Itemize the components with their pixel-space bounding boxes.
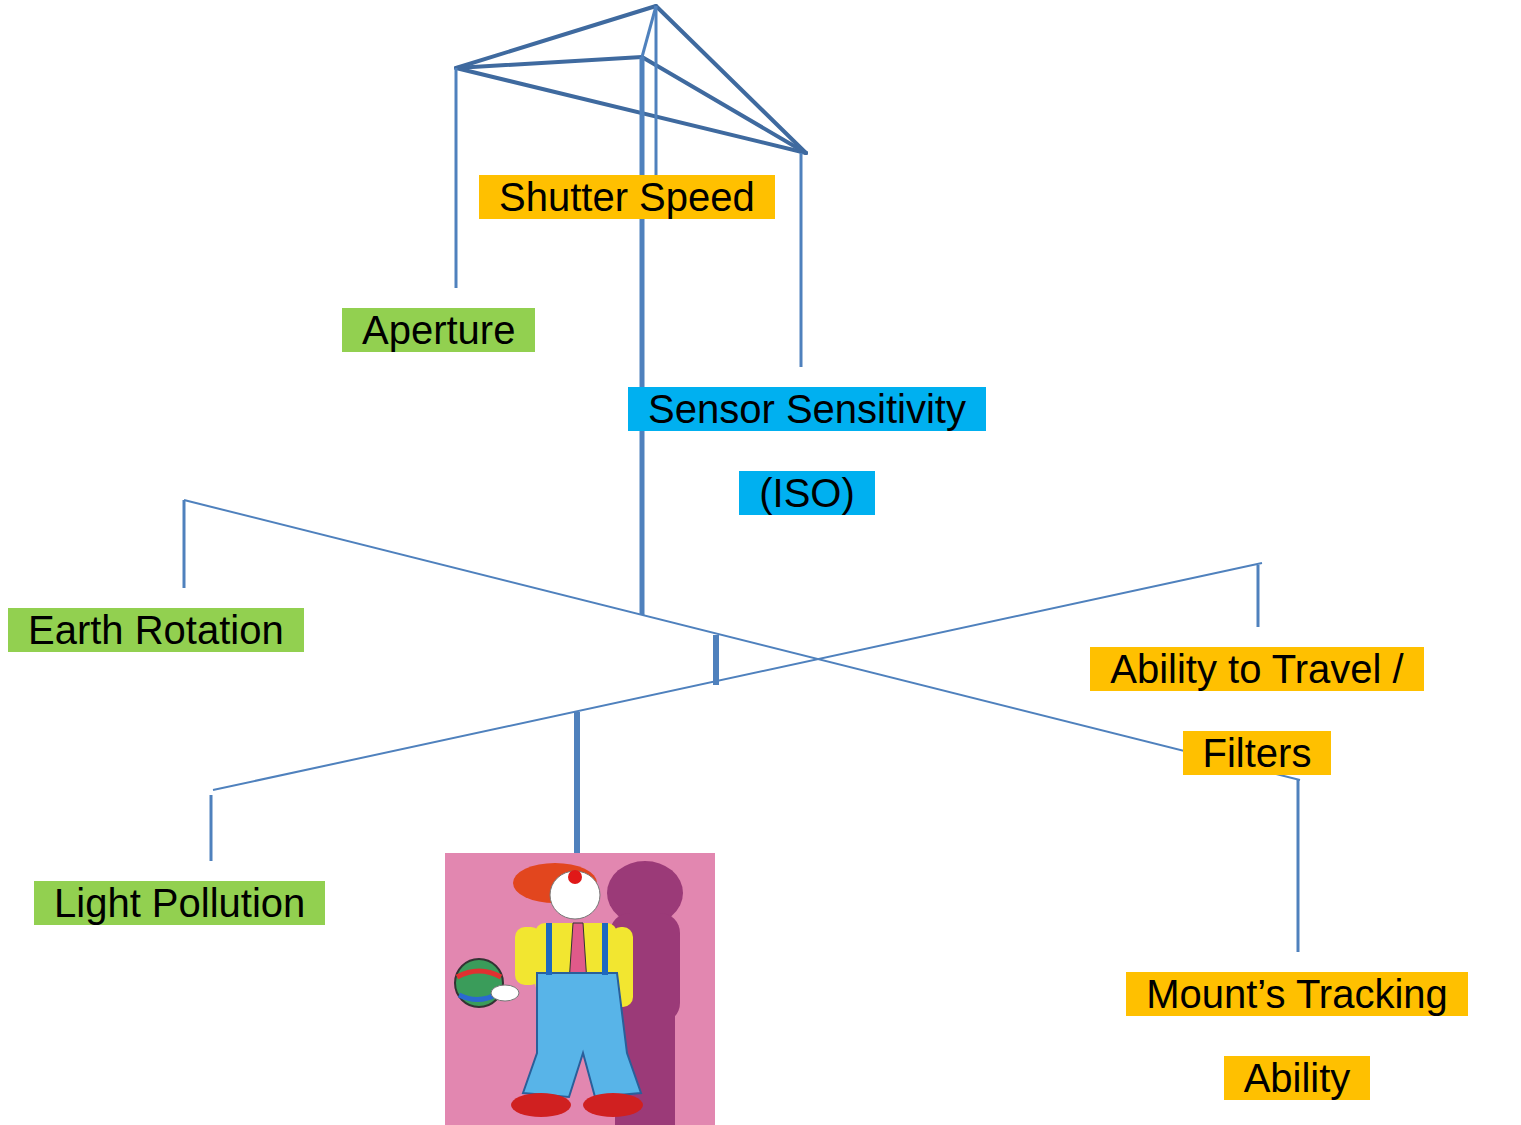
green-box: Aperture (342, 288, 535, 372)
node-label: Shutter Speed (479, 175, 775, 219)
node-label: Sensor Sensitivity (ISO) (628, 387, 986, 515)
node-label: Ability to Travel / Filters (1090, 647, 1423, 775)
orange-box: Ability to Travel / Filters (1047, 627, 1467, 795)
blue-box: Sensor Sensitivity (ISO) (597, 367, 1017, 535)
node-label: Aperture (342, 308, 535, 352)
orange-box: Shutter Speed (479, 155, 775, 239)
node-label: Mount’s Tracking Ability (1126, 972, 1468, 1100)
green-box: Earth Rotation (8, 588, 304, 672)
node-label: Light Pollution (34, 881, 325, 925)
orange-box: Mount’s Tracking Ability (1087, 952, 1507, 1120)
green-box: Light Pollution (34, 861, 325, 945)
clown-illustration (445, 853, 715, 1125)
node-label: Earth Rotation (8, 608, 304, 652)
